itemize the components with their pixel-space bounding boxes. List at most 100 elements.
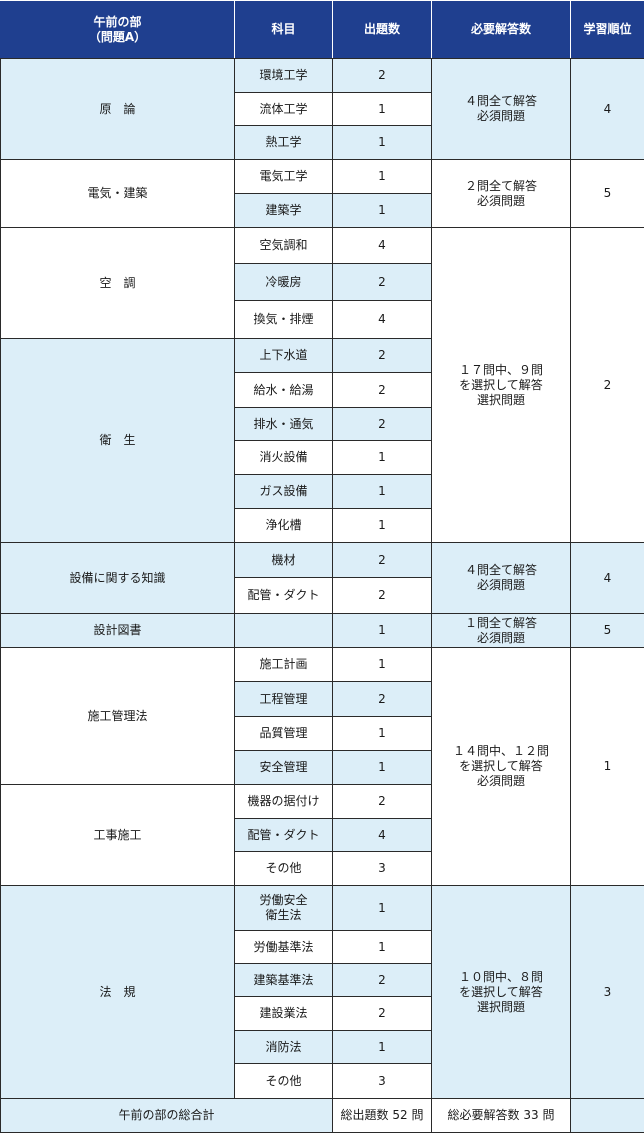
count-cell: 1 (333, 126, 432, 160)
priority-genron: 4 (571, 59, 644, 160)
subject-cell: 熱工学 (235, 126, 333, 160)
count-cell: 4 (333, 228, 432, 264)
subject-cell: 排水・通気 (235, 408, 333, 441)
priority-setsubi: 4 (571, 543, 644, 614)
subject-cell: 機材 (235, 543, 333, 578)
total-required: 総必要解答数 33 問 (432, 1099, 571, 1133)
count-cell: 2 (333, 997, 432, 1031)
header-priority: 学習順位 (571, 1, 644, 59)
category-denki: 電気・建築 (1, 160, 235, 228)
category-genron: 原 論 (1, 59, 235, 160)
table-row: 原 論 環境工学 2 ４問全て解答 必須問題 4 (1, 59, 644, 93)
category-eisei: 衛 生 (1, 339, 235, 543)
required-denki: ２問全て解答 必須問題 (432, 160, 571, 228)
count-cell: 1 (333, 648, 432, 682)
subject-cell: 配管・ダクト (235, 578, 333, 614)
count-cell: 1 (333, 441, 432, 475)
category-koji: 工事施工 (1, 785, 235, 886)
subject-cell: 建築基準法 (235, 964, 333, 997)
header-count: 出題数 (333, 1, 432, 59)
priority-seko-koji: 1 (571, 648, 644, 886)
count-cell: 4 (333, 819, 432, 852)
subject-cell: 労働基準法 (235, 931, 333, 964)
count-cell: 3 (333, 1064, 432, 1099)
count-cell: 1 (333, 751, 432, 785)
header-subject: 科目 (235, 1, 333, 59)
count-cell: 1 (333, 93, 432, 126)
table-row: 設備に関する知識 機材 2 ４問全て解答 必須問題 4 (1, 543, 644, 578)
subject-cell: 環境工学 (235, 59, 333, 93)
subject-cell: 品質管理 (235, 717, 333, 751)
required-genron: ４問全て解答 必須問題 (432, 59, 571, 160)
subject-cell: 空気調和 (235, 228, 333, 264)
count-cell: 1 (333, 886, 432, 931)
header-row: 午前の部 （問題A） 科目 出題数 必要解答数 学習順位 (1, 1, 644, 59)
subject-cell: 上下水道 (235, 339, 333, 373)
subject-cell: その他 (235, 852, 333, 886)
required-kucho-eisei: １７問中、９問 を選択して解答 選択問題 (432, 228, 571, 543)
category-setsubi: 設備に関する知識 (1, 543, 235, 614)
category-seko: 施工管理法 (1, 648, 235, 785)
count-cell: 2 (333, 578, 432, 614)
count-cell: 2 (333, 785, 432, 819)
count-cell: 1 (333, 194, 432, 228)
count-cell: 4 (333, 301, 432, 339)
count-cell: 1 (333, 1031, 432, 1064)
count-cell: 3 (333, 852, 432, 886)
subject-cell (235, 614, 333, 648)
category-kucho: 空 調 (1, 228, 235, 339)
subject-cell: 換気・排煙 (235, 301, 333, 339)
count-cell: 2 (333, 543, 432, 578)
subject-cell: 労働安全 衛生法 (235, 886, 333, 931)
total-priority (571, 1099, 644, 1133)
subject-cell: 浄化槽 (235, 509, 333, 543)
subject-cell: ガス設備 (235, 475, 333, 509)
required-setsubi: ４問全て解答 必須問題 (432, 543, 571, 614)
count-cell: 2 (333, 964, 432, 997)
subject-cell: 配管・ダクト (235, 819, 333, 852)
count-cell: 2 (333, 264, 432, 301)
subject-cell: 施工計画 (235, 648, 333, 682)
totals-label: 午前の部の総合計 (1, 1099, 333, 1133)
subject-cell: 給水・給湯 (235, 373, 333, 408)
totals-row: 午前の部の総合計 総出題数 52 問 総必要解答数 33 問 (1, 1099, 644, 1133)
count-cell: 1 (333, 509, 432, 543)
subject-cell: 機器の据付け (235, 785, 333, 819)
count-cell: 1 (333, 160, 432, 194)
priority-hoki: 3 (571, 886, 644, 1099)
table-row: 設計図書 1 １問全て解答 必須問題 5 (1, 614, 644, 648)
count-cell: 2 (333, 682, 432, 717)
subject-cell: 電気工学 (235, 160, 333, 194)
category-sekkei: 設計図書 (1, 614, 235, 648)
required-hoki: １０問中、８問 を選択して解答 選択問題 (432, 886, 571, 1099)
count-cell: 1 (333, 614, 432, 648)
table-row: 電気・建築 電気工学 1 ２問全て解答 必須問題 5 (1, 160, 644, 194)
category-hoki: 法 規 (1, 886, 235, 1099)
count-cell: 2 (333, 373, 432, 408)
count-cell: 2 (333, 59, 432, 93)
required-sekkei: １問全て解答 必須問題 (432, 614, 571, 648)
subject-cell: 建設業法 (235, 997, 333, 1031)
count-cell: 2 (333, 408, 432, 441)
table-row: 法 規 労働安全 衛生法 1 １０問中、８問 を選択して解答 選択問題 3 (1, 886, 644, 931)
subject-cell: 工程管理 (235, 682, 333, 717)
subject-cell: 消防法 (235, 1031, 333, 1064)
table-row: 空 調 空気調和 4 １７問中、９問 を選択して解答 選択問題 2 (1, 228, 644, 264)
required-seko-koji: １４問中、１２問 を選択して解答 必須問題 (432, 648, 571, 886)
priority-sekkei: 5 (571, 614, 644, 648)
priority-denki: 5 (571, 160, 644, 228)
subject-cell: 消火設備 (235, 441, 333, 475)
total-count: 総出題数 52 問 (333, 1099, 432, 1133)
subject-cell: 冷暖房 (235, 264, 333, 301)
subject-cell: 流体工学 (235, 93, 333, 126)
table-row: 施工管理法 施工計画 1 １４問中、１２問 を選択して解答 必須問題 1 (1, 648, 644, 682)
subject-cell: 安全管理 (235, 751, 333, 785)
count-cell: 1 (333, 931, 432, 964)
count-cell: 1 (333, 475, 432, 509)
count-cell: 2 (333, 339, 432, 373)
subject-cell: その他 (235, 1064, 333, 1099)
count-cell: 1 (333, 717, 432, 751)
priority-kucho-eisei: 2 (571, 228, 644, 543)
